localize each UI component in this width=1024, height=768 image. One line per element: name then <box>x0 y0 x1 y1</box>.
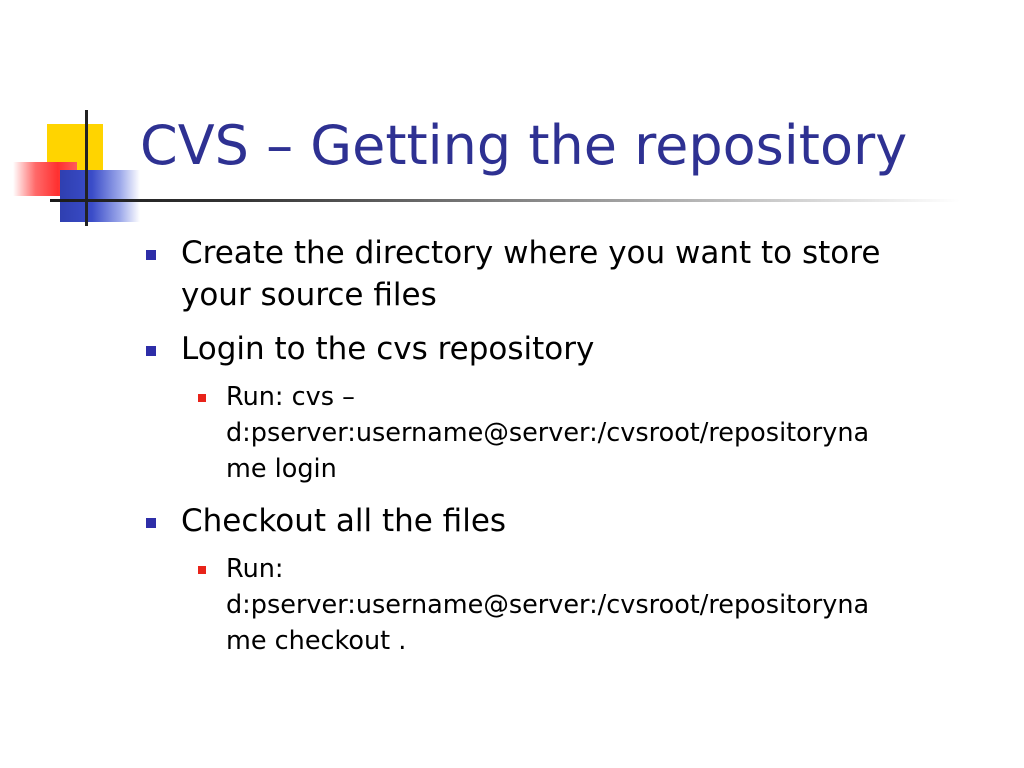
bullet-marker-level1 <box>146 346 156 356</box>
sub-bullet-text-line: d:pserver:username@server:/cvsroot/repos… <box>226 418 870 448</box>
bullet-text-line: Checkout all the files <box>181 503 507 539</box>
vertical-divider <box>85 110 88 226</box>
sub-bullet-text-line: Run: cvs – <box>226 382 355 412</box>
bullet-text-line: Login to the cvs repository <box>181 331 595 367</box>
bullet-marker-level2 <box>198 394 206 402</box>
title-underline <box>50 199 960 202</box>
blue-square-decoration <box>60 170 140 222</box>
bullet-text-line: your source files <box>181 277 437 313</box>
sub-bullet-item: Run: d:pserver:username@server:/cvsroot/… <box>226 551 996 659</box>
sub-bullet-text-line: me login <box>226 454 337 484</box>
bullet-marker-level1 <box>146 250 156 260</box>
sub-bullet-text-line: d:pserver:username@server:/cvsroot/repos… <box>226 590 870 620</box>
bullet-marker-level2 <box>198 566 206 574</box>
bullet-item: Create the directory where you want to s… <box>181 232 991 316</box>
bullet-item: Login to the cvs repository <box>181 328 991 370</box>
slide-title: CVS – Getting the repository <box>140 114 908 177</box>
bullet-item: Checkout all the files <box>181 500 991 542</box>
sub-bullet-item: Run: cvs – d:pserver:username@server:/cv… <box>226 379 996 487</box>
bullet-text-line: Create the directory where you want to s… <box>181 235 881 271</box>
bullet-marker-level1 <box>146 518 156 528</box>
sub-bullet-text-line: me checkout . <box>226 626 407 656</box>
decorative-logo <box>0 0 160 240</box>
sub-bullet-text-line: Run: <box>226 554 284 584</box>
